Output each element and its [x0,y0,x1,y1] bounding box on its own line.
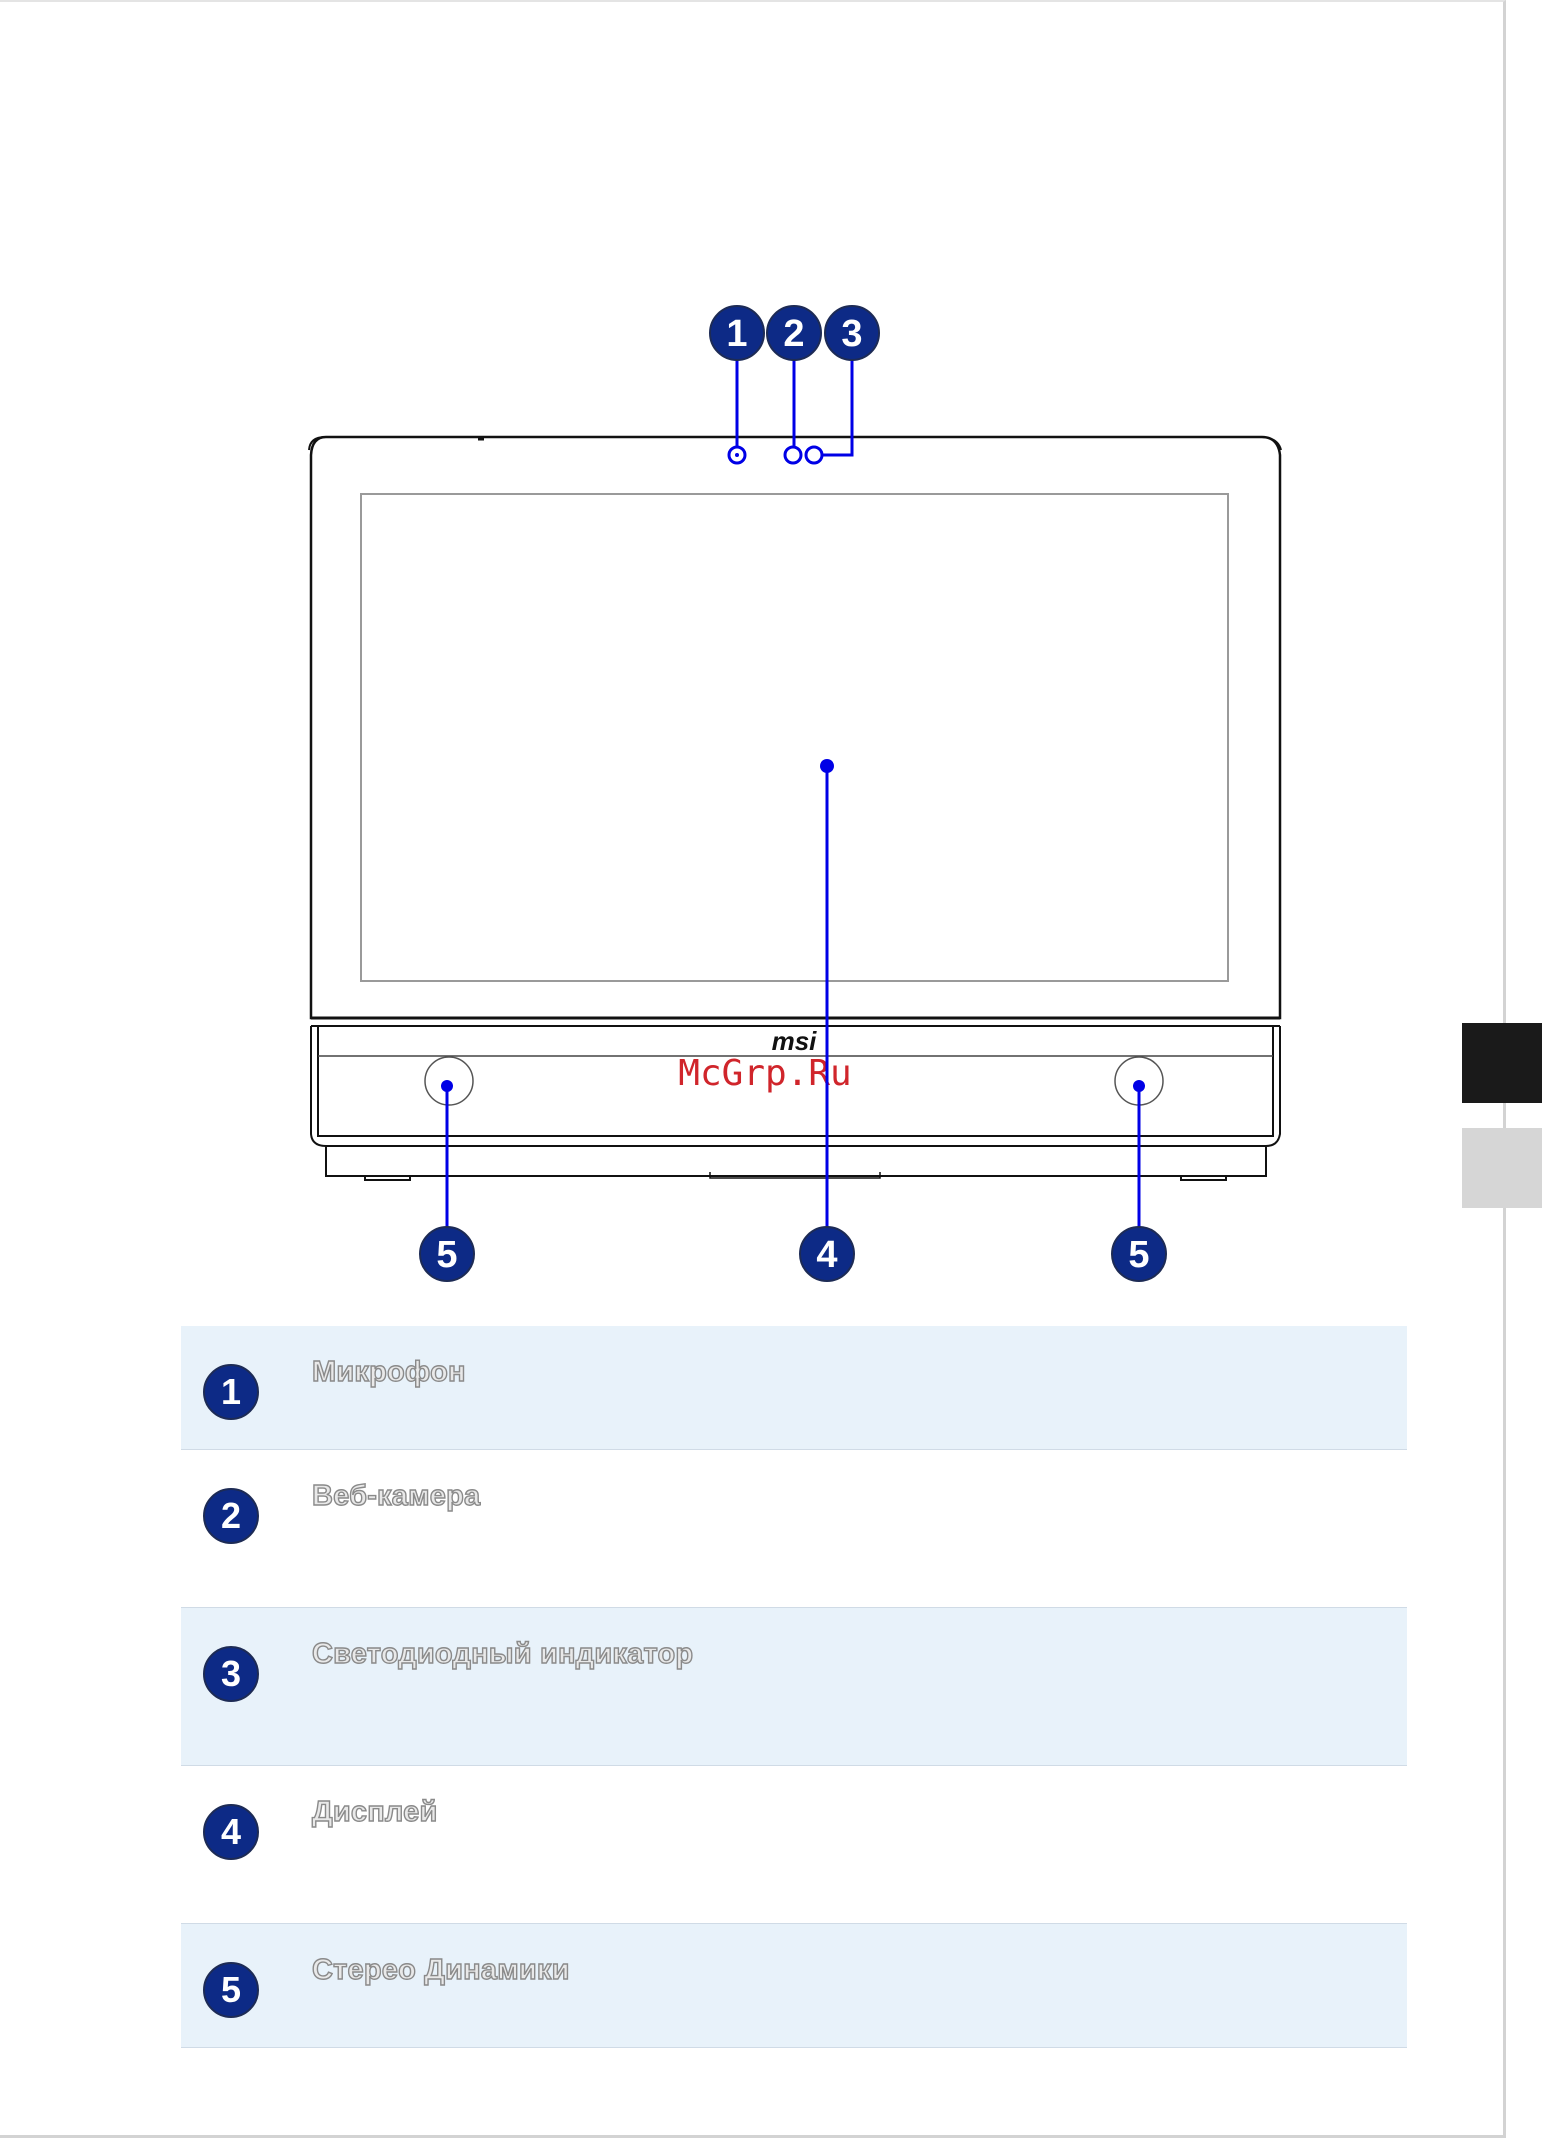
component-legend: 1 Микрофон 2 Веб-камера 3 Светодиодный и… [181,1326,1407,2048]
legend-row-stereo-speakers: 5 Стерео Динамики [181,1924,1407,2048]
legend-label-led-indicator: Светодиодный индикатор [312,1638,693,1671]
callout-number-4: 4 [816,1234,837,1276]
callout-badge-1: 1 [710,306,764,360]
callout-badge-4: 4 [800,1227,854,1281]
component-markers [441,447,1145,1092]
legend-label-microphone: Микрофон [312,1356,466,1389]
legend-label-display: Дисплей [312,1796,438,1829]
callout-badge-3: 3 [825,306,879,360]
leader-lines [447,360,1139,1228]
callout-badge-2: 2 [767,306,821,360]
callout-number-2: 2 [783,313,804,355]
callout-number-5-left: 5 [436,1234,457,1276]
legend-row-microphone: 1 Микрофон [181,1326,1407,1450]
legend-row-led-indicator: 3 Светодиодный индикатор [181,1608,1407,1766]
legend-number-1: 1 [203,1364,259,1420]
legend-number-2: 2 [203,1488,259,1544]
callout-badge-5-left: 5 [420,1227,474,1281]
callout-number-5-right: 5 [1128,1234,1149,1276]
legend-number-3: 3 [203,1646,259,1702]
legend-label-stereo-speakers: Стерео Динамики [312,1954,570,1987]
callout-badge-5-right: 5 [1112,1227,1166,1281]
legend-label-webcam: Веб-камера [312,1480,480,1513]
callout-number-1: 1 [726,313,747,355]
msi-logo: msi [772,1026,818,1056]
legend-row-webcam: 2 Веб-камера [181,1450,1407,1608]
legend-number-5: 5 [203,1962,259,2018]
legend-number-4: 4 [203,1804,259,1860]
callout-number-3: 3 [841,313,862,355]
legend-row-display: 4 Дисплей [181,1766,1407,1924]
front-view-diagram: msi McGrp.Ru 1 2 3 5 4 5 [0,0,1542,1300]
